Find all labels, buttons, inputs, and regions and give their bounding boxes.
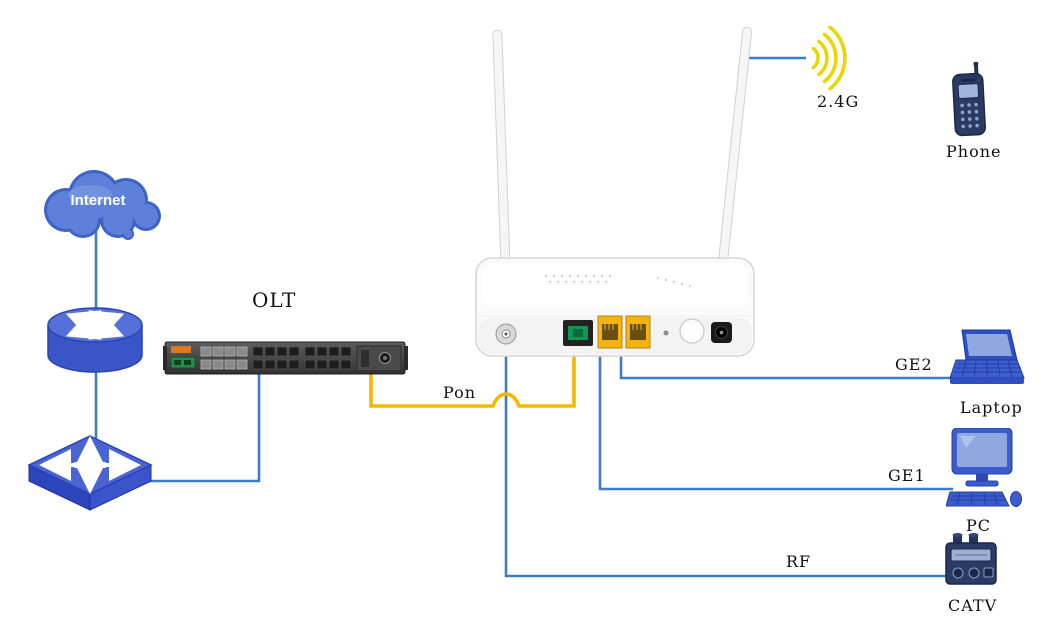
pc-label: PC — [966, 516, 992, 535]
catv-node — [942, 533, 1004, 589]
switch-icon — [27, 435, 153, 511]
ge1-port-icon — [597, 315, 623, 349]
olt-label: OLT — [252, 288, 297, 312]
ge2-port-icon — [625, 315, 651, 349]
pon-cable — [369, 350, 576, 408]
phone-node — [945, 61, 995, 146]
internet-label: Internet — [70, 191, 126, 209]
antenna-left-icon — [492, 29, 511, 269]
rf-port-icon — [495, 323, 517, 345]
onu-device-icon — [475, 26, 755, 357]
wifi-node — [802, 25, 864, 96]
catv-label: CATV — [948, 596, 998, 615]
rf-label: RF — [786, 552, 812, 571]
power-jack-icon — [711, 322, 732, 343]
laptop-icon — [949, 329, 1025, 384]
wps-button-icon — [679, 318, 705, 344]
router-icon — [47, 307, 143, 373]
phone-label: Phone — [946, 142, 1002, 161]
ge1-label: GE1 — [888, 466, 926, 485]
onu-node — [468, 18, 768, 363]
antenna-right-icon — [717, 26, 753, 269]
phone-icon — [952, 61, 986, 137]
olt-node — [163, 336, 408, 384]
wifi-label: 2.4G — [817, 92, 860, 111]
catv-icon — [945, 533, 997, 585]
internet-node: Internet — [28, 168, 168, 240]
olt-device-icon — [163, 341, 408, 375]
laptop-label: Laptop — [960, 398, 1023, 417]
ge2-label: GE2 — [895, 355, 933, 374]
router-node — [45, 303, 145, 381]
wifi-signal-icon — [811, 25, 847, 91]
switch-node — [25, 432, 155, 514]
line-rf — [504, 350, 948, 578]
reset-hole-icon — [663, 330, 669, 336]
internet-cloud-icon — [44, 170, 161, 240]
pc-node — [945, 427, 1026, 522]
laptop-node — [948, 328, 1026, 390]
pc-icon — [945, 427, 1022, 507]
line-ge1 — [598, 344, 953, 491]
pon-label: Pon — [443, 383, 477, 402]
line-switch-olt — [148, 372, 261, 483]
pon-port-icon — [563, 320, 593, 346]
